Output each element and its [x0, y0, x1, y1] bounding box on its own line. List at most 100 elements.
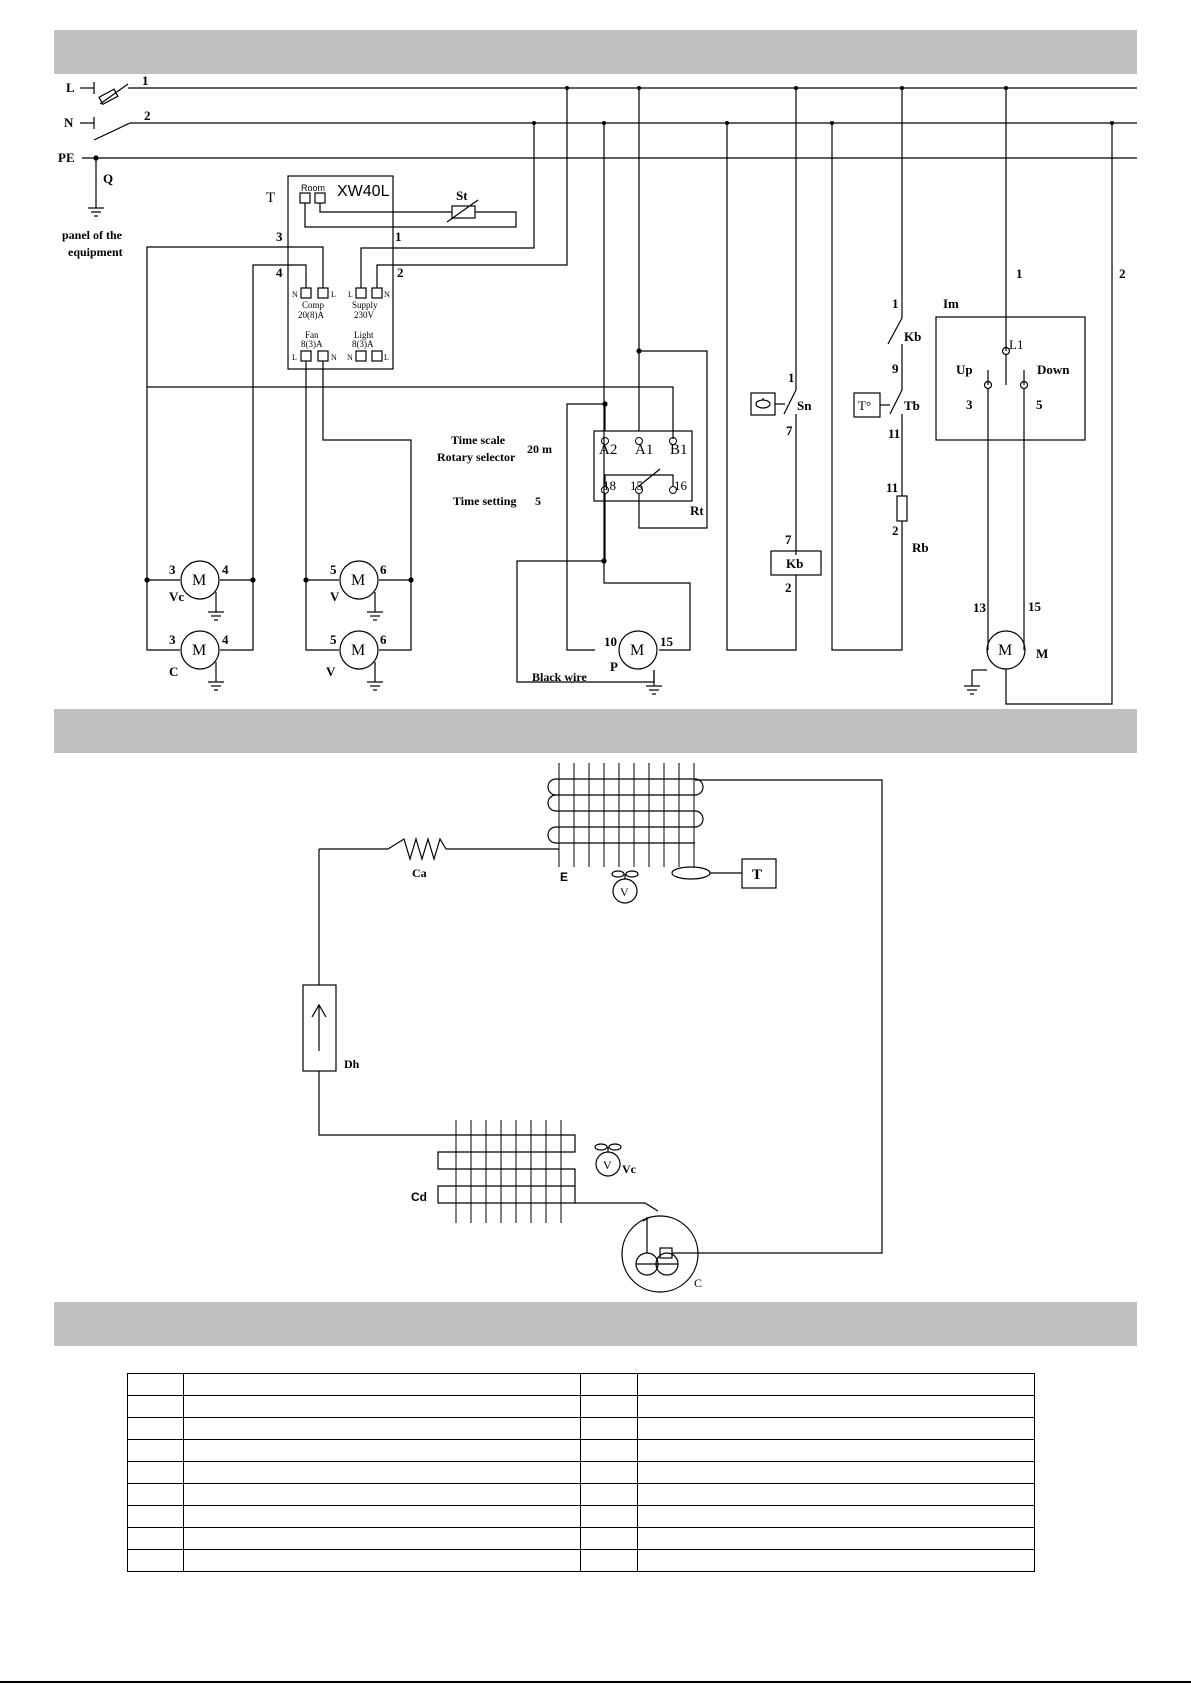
pin-n: N — [347, 353, 353, 362]
wire-2-label: 2 — [144, 108, 151, 123]
svg-text:7: 7 — [786, 423, 793, 438]
time-setting-label: Time setting — [453, 494, 516, 508]
v2-label: V — [326, 664, 336, 679]
bottom-rule — [0, 1681, 1191, 1683]
svg-text:5: 5 — [330, 562, 337, 577]
motor-p-icon: M — [630, 642, 644, 659]
evaporator-e: E — [547, 763, 704, 884]
c-label: C — [169, 664, 178, 679]
pin-n: N — [292, 290, 298, 299]
wire-1-label: 1 — [142, 73, 149, 88]
section-header-wiring — [54, 30, 1137, 74]
fan-v-icon: V — [620, 885, 629, 899]
pin-l: L — [348, 290, 353, 299]
motor-v2-icon: M — [351, 642, 365, 659]
svg-text:3: 3 — [966, 397, 973, 412]
refrigeration-diagram: E V T Ca Dh Cd — [302, 763, 883, 1293]
svg-text:L1: L1 — [1009, 337, 1023, 352]
vc-label: Vc — [622, 1162, 637, 1176]
pin-l: L — [292, 353, 297, 362]
motor-p: M 10 15 P Black wire — [532, 630, 674, 695]
svg-text:16: 16 — [674, 478, 688, 493]
room-label: Room — [301, 183, 325, 193]
time-scale-label: Time scale — [451, 433, 506, 447]
pin-l: L — [331, 290, 336, 299]
controller-model: XW40L — [337, 183, 390, 200]
svg-text:18: 18 — [603, 478, 616, 493]
dryer-dh: Dh — [302, 984, 437, 1136]
controller-xw40l: T Room XW40L St N L L N Comp 20(8)A Supp… — [146, 88, 674, 651]
svg-text:9: 9 — [892, 361, 899, 376]
svg-text:6: 6 — [380, 632, 387, 647]
svg-text:A1: A1 — [635, 442, 653, 458]
kb-tb-rb-branch: 1 Kb 9 T° Tb 11 11 2 Rb — [831, 88, 929, 651]
svg-text:2: 2 — [892, 523, 899, 538]
comp-rating: 20(8)A — [298, 310, 324, 320]
t-label: T — [752, 867, 762, 883]
svg-text:3: 3 — [169, 562, 176, 577]
im-label: Im — [943, 296, 959, 311]
motors-vc-c: M 3 4 Vc M 3 4 C — [144, 560, 256, 691]
line-n-label: N — [64, 115, 74, 130]
svg-text:1: 1 — [1016, 266, 1023, 281]
e-label: E — [560, 870, 568, 884]
motor-c-icon: M — [192, 642, 206, 659]
svg-text:A2: A2 — [599, 442, 617, 458]
table-row — [126, 1483, 1036, 1506]
line-l-label: L — [66, 80, 75, 95]
vc-label: Vc — [169, 589, 184, 604]
motor-m-icon: M — [998, 642, 1012, 659]
thermostat-t: T — [671, 858, 777, 889]
time-scale-value: 20 m — [527, 442, 552, 456]
black-wire-label: Black wire — [532, 670, 587, 684]
fan-label: Fan — [305, 330, 319, 340]
table-row — [126, 1395, 1036, 1418]
svg-text:6: 6 — [380, 562, 387, 577]
rb-label: Rb — [912, 540, 929, 555]
svg-text:2: 2 — [785, 580, 792, 595]
controller-ref: T — [266, 190, 275, 206]
svg-text:11: 11 — [888, 426, 900, 441]
table-row — [126, 1461, 1036, 1484]
sn-label: Sn — [797, 398, 812, 413]
wiring-diagram: L 1 N 2 PE Q panel of the equipment T Ro… — [58, 73, 1137, 705]
svg-text:13: 13 — [973, 600, 987, 615]
table-row — [126, 1527, 1036, 1550]
light-label: Light — [354, 330, 374, 340]
sn-kb-branch: 1 Sn 7 7 Kb 2 — [726, 88, 822, 651]
svg-text:7: 7 — [785, 532, 792, 547]
wire-1-label: 1 — [395, 229, 402, 244]
down-label: Down — [1037, 362, 1070, 377]
pin-n: N — [331, 353, 337, 362]
tb-temp-symbol: T° — [858, 398, 871, 413]
wire-2-label: 2 — [397, 265, 404, 280]
svg-text:4: 4 — [222, 562, 229, 577]
panel-label-2: equipment — [68, 245, 123, 259]
section-header-legend — [54, 1302, 1137, 1346]
fan-vc: V Vc — [594, 1143, 637, 1177]
v1-label: V — [330, 589, 340, 604]
rotary-selector-label: Rotary selector — [437, 450, 516, 464]
im-switch: Im 1 2 L1 Up Down 3 5 M 13 15 M — [935, 88, 1126, 705]
pin-n: N — [384, 290, 390, 299]
timer-rt: Time scale 20 m Rotary selector Time set… — [437, 88, 708, 683]
st-label: St — [456, 188, 468, 203]
dh-label: Dh — [344, 1057, 360, 1071]
svg-text:15: 15 — [660, 634, 674, 649]
cd-label: Cd — [411, 1190, 427, 1204]
ca-label: Ca — [412, 866, 427, 880]
section-header-refrigeration — [54, 709, 1137, 753]
wire-4-label: 4 — [276, 265, 283, 280]
svg-text:4: 4 — [222, 632, 229, 647]
condenser-cd: Cd — [411, 1120, 576, 1223]
rt-label: Rt — [690, 503, 704, 518]
supply-lines: L 1 N 2 PE Q panel of the equipment — [58, 73, 1137, 259]
svg-text:5: 5 — [1036, 397, 1043, 412]
svg-text:10: 10 — [604, 634, 617, 649]
fan-v: V — [611, 870, 639, 904]
capillary-ca: Ca — [318, 836, 559, 985]
svg-text:11: 11 — [886, 480, 898, 495]
time-setting-value: 5 — [535, 494, 541, 508]
svg-text:1: 1 — [892, 296, 899, 311]
light-rating: 8(3)A — [352, 339, 374, 349]
